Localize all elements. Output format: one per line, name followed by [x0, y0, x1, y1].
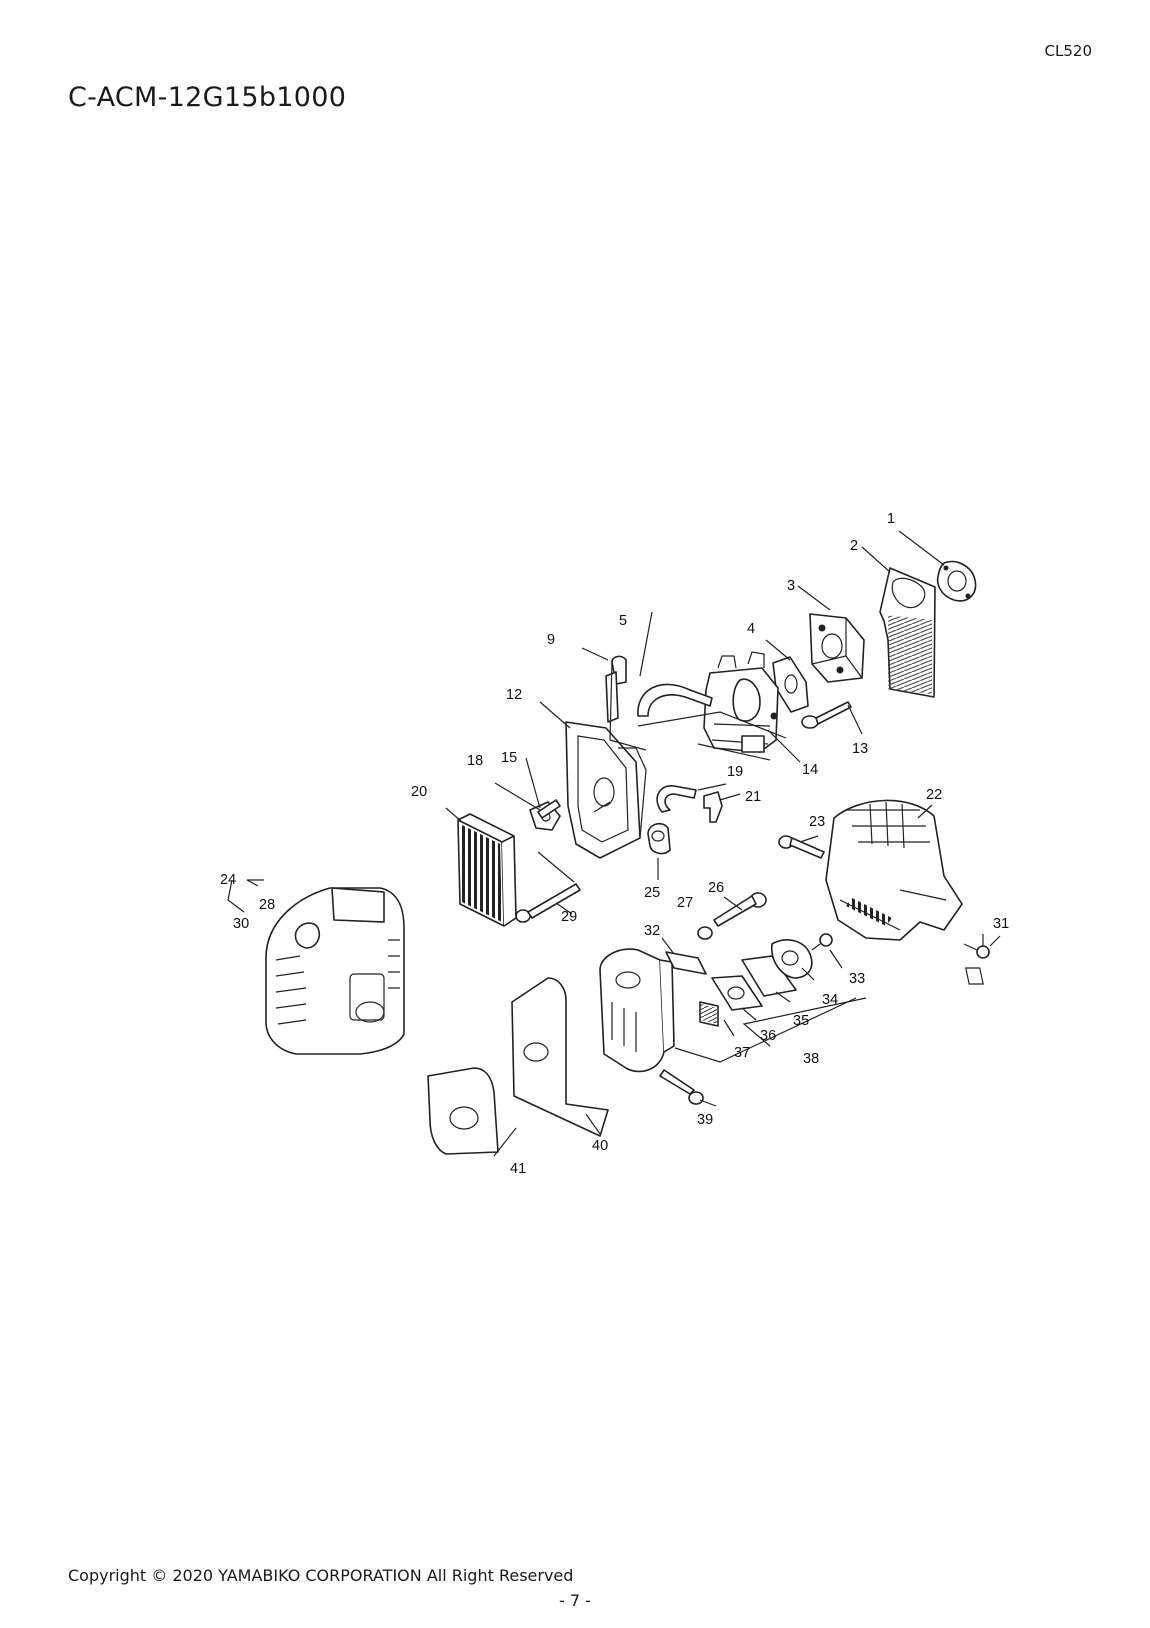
callout-34: 15	[501, 750, 517, 766]
part-37-gasket	[741, 955, 984, 997]
part-31-knob	[294, 922, 321, 949]
copyright-notice: Copyright © 2020 YAMABIKO CORPORATION Al…	[68, 1566, 574, 1585]
part-41-screw	[963, 943, 990, 959]
callout-32: 30	[233, 916, 249, 932]
callout-41: 31	[993, 916, 1009, 932]
callout-labels: 1 2 3 4 5 9 12 13 14 15 18 19 20 21 22 2…	[220, 511, 1009, 1177]
model-number: CL520	[1044, 42, 1092, 60]
callout-21: 38	[803, 1051, 819, 1067]
part-5-gasket	[772, 656, 809, 713]
diagram-code: C-ACM-12G15b1000	[68, 82, 347, 113]
part-12-air-cleaner-base	[565, 721, 647, 859]
callout-3: 3	[787, 578, 795, 594]
part-3-insulator	[809, 613, 865, 683]
part-15-air-filter	[457, 813, 517, 927]
leader-lines	[227, 530, 1001, 1157]
part-25-bolt	[778, 835, 825, 859]
callout-31: 28	[259, 897, 275, 913]
callout-25: 23	[809, 814, 825, 830]
part-35-screen	[699, 1001, 719, 1027]
callout-36: 36	[760, 1028, 776, 1044]
part-14-bolt	[515, 883, 581, 923]
callout-4: 13	[852, 741, 868, 757]
callout-1: 2	[850, 538, 858, 554]
part-9-carburetor	[703, 651, 779, 753]
callout-18: 24	[220, 872, 236, 888]
callout-22: 32	[644, 923, 660, 939]
part-30-grommet	[647, 822, 671, 855]
callout-27: 9	[547, 632, 555, 648]
callout-15: 20	[411, 784, 427, 800]
callout-40: 41	[510, 1161, 526, 1177]
callout-29: 21	[745, 789, 761, 805]
part-36-gasket	[711, 975, 763, 1011]
part-33-fuel-tube	[637, 683, 713, 717]
callout-39: 33	[849, 971, 865, 987]
callout-35: 37	[734, 1045, 750, 1061]
part-1-heat-shield	[879, 567, 936, 698]
part-27-fitting	[605, 655, 627, 723]
callout-28: 19	[727, 764, 743, 780]
part-23-bolt	[713, 892, 767, 927]
part-20-bolt	[659, 1069, 704, 1105]
part-26-washer	[697, 926, 713, 940]
part-29-elbow	[703, 791, 723, 823]
callout-13: 18	[467, 753, 483, 769]
callout-24: 22	[926, 787, 942, 803]
callout-23: 26	[708, 880, 724, 896]
callout-5: 4	[747, 621, 755, 637]
callout-19: 40	[592, 1138, 608, 1154]
part-22-plate	[665, 951, 707, 975]
callout-12: 12	[506, 687, 522, 703]
part-21-muffler	[599, 948, 675, 1073]
callout-30: 25	[644, 885, 660, 901]
part-39-screw	[811, 933, 833, 951]
part-19-heat-shield-plate	[511, 977, 609, 1137]
part-40-gasket	[427, 1067, 499, 1155]
callout-2: 1	[887, 511, 895, 527]
part-2-gasket	[936, 560, 977, 602]
part-28-tube	[656, 785, 697, 813]
callout-9: 14	[802, 762, 818, 778]
page-number: - 7 -	[559, 1591, 591, 1610]
callout-37: 35	[793, 1013, 809, 1029]
callout-20: 39	[697, 1112, 713, 1128]
callout-14: 29	[561, 909, 577, 925]
callout-26: 27	[677, 895, 693, 911]
part-34-pin	[537, 799, 561, 819]
callout-38: 34	[822, 992, 838, 1008]
part-4-bolt	[801, 701, 852, 729]
part-24-cylinder-cover	[825, 799, 963, 941]
part-32-cleaner-cover	[265, 887, 405, 1055]
callout-33: 5	[619, 613, 627, 629]
